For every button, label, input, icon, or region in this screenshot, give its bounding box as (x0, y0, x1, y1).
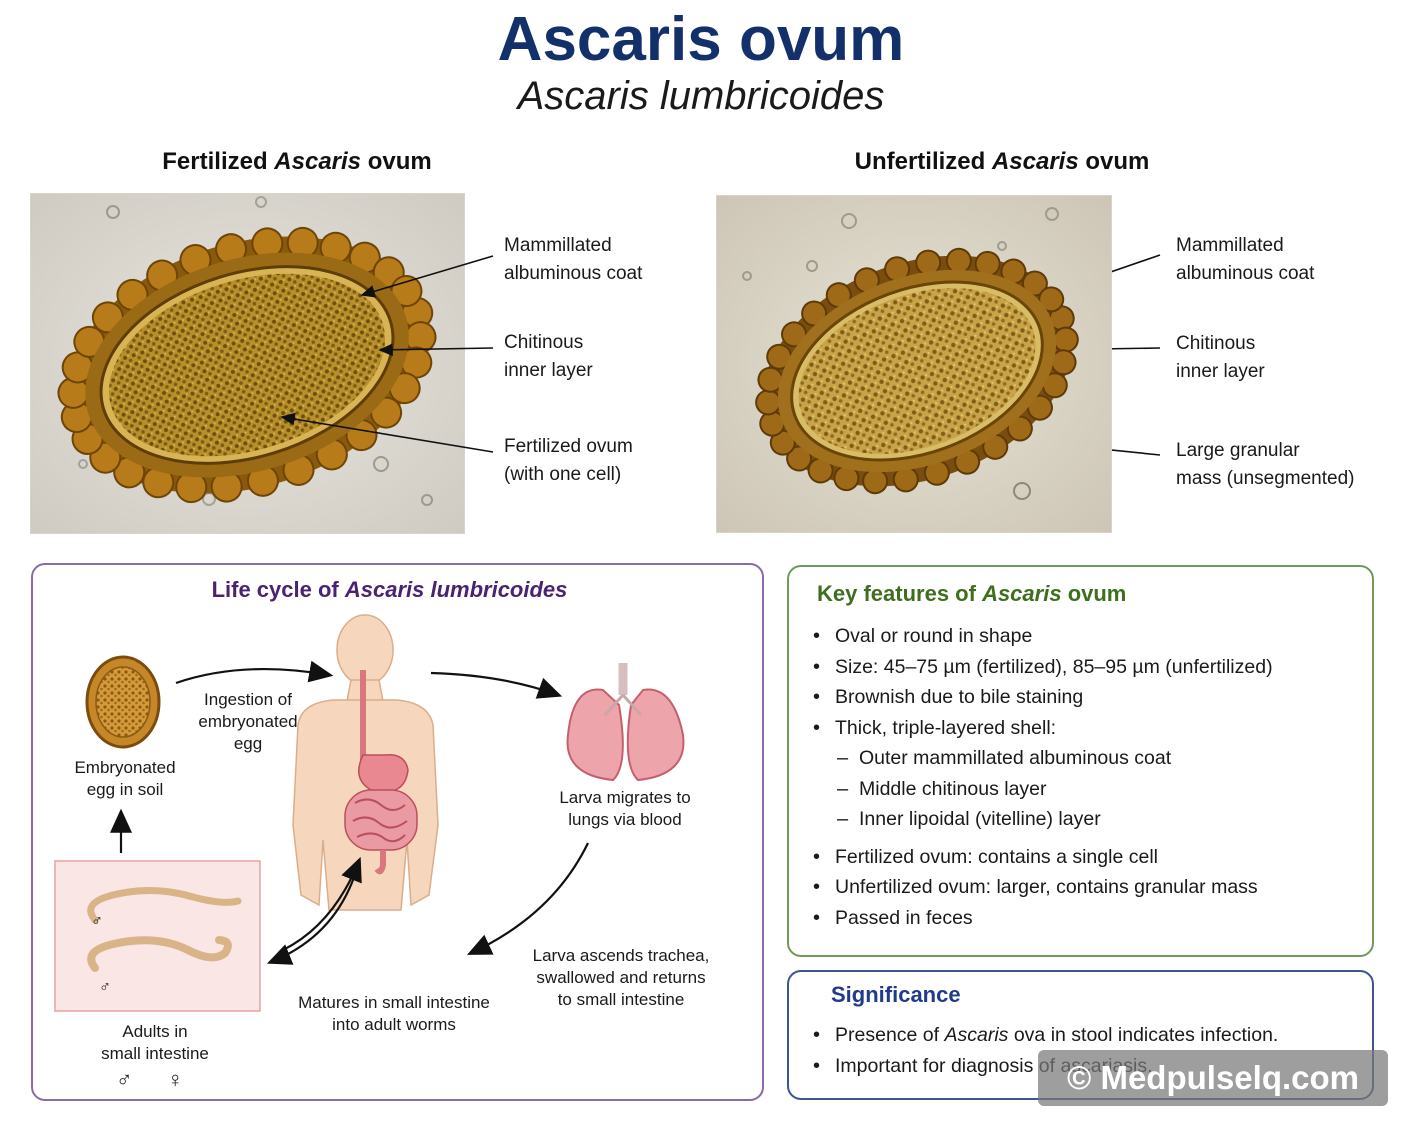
significance-item1-em: Ascaris (944, 1024, 1009, 1046)
label-fert-ovum-line1: Fertilized ovum (504, 436, 633, 457)
unfertilized-ovum-micrograph (716, 195, 1112, 533)
label-lungs-line1: Larva migrates to (559, 788, 691, 807)
significance-title: Significance (831, 982, 961, 1007)
label-egg-in-soil: Embryonated egg in soil (61, 757, 189, 801)
key-features-title-post: ovum (1061, 581, 1127, 606)
list-sub-item: Middle chitinous layer (813, 774, 1363, 805)
page-subtitle: Ascaris lumbricoides (517, 74, 885, 118)
list-item: Passed in feces (813, 903, 1363, 934)
fertilized-panel-title: Fertilized Ascaris ovum (30, 148, 564, 176)
fertilized-title-em: Ascaris (274, 148, 362, 175)
label-fert-ovum-line2: (with one cell) (504, 464, 622, 485)
label-fert-chitin: Chitinous inner layer (504, 329, 593, 385)
shell-bump (1000, 258, 1027, 285)
significance-item1-pre: Presence of (835, 1024, 945, 1046)
label-egg-line2: egg in soil (86, 780, 164, 799)
unfertilized-panel-title: Unfertilized Ascaris ovum (716, 148, 1288, 176)
label-unfert-mass-line1: Large granular (1176, 440, 1300, 461)
label-unfert-mass-line2: mass (unsegmented) (1176, 468, 1355, 489)
life-cycle-title: Life cycle of Ascaris lumbricoides (33, 577, 746, 603)
label-lungs-line2: lungs via blood (568, 810, 682, 829)
label-egg-line1: Embryonated (74, 758, 176, 777)
label-unfert-coat-line2: albuminous coat (1176, 263, 1315, 284)
unfertilized-title-pre: Unfertilized (854, 148, 992, 175)
female-symbol: ♀ (167, 1067, 184, 1092)
embryonated-egg-icon (85, 655, 161, 749)
label-fert-coat-line1: Mammillated (504, 235, 612, 256)
life-cycle-title-em: Ascaris lumbricoides (344, 577, 568, 602)
label-unfert-coat-line1: Mammillated (1176, 235, 1284, 256)
list-item: Size: 45–75 µm (fertilized), 85–95 µm (u… (813, 652, 1363, 683)
list-item: Fertilized ovum: contains a single cell (813, 842, 1363, 873)
lungs-icon (566, 663, 685, 782)
key-features-title-pre: Key features of (817, 581, 983, 606)
list-item: Unfertilized ovum: larger, contains gran… (813, 872, 1363, 903)
shell-bump (766, 343, 793, 370)
label-unfert-mass: Large granular mass (unsegmented) (1176, 437, 1354, 493)
label-ingest-line3: egg (233, 734, 263, 753)
list-item: Oval or round in shape (813, 621, 1363, 652)
list-sub-item: Outer mammillated albuminous coat (813, 743, 1363, 774)
adult-worms-icon (87, 887, 242, 972)
label-fert-chitin-line1: Chitinous (504, 332, 584, 353)
shell-bump (1041, 372, 1068, 399)
fertilized-ovum-micrograph (30, 193, 465, 534)
life-cycle-diagram (54, 614, 685, 1012)
label-trachea-line2: swallowed and returns (536, 968, 706, 987)
label-ingestion: Ingestion of embryonated egg (181, 689, 315, 755)
label-fert-coat: Mammillated albuminous coat (504, 232, 642, 288)
human-body-icon (292, 614, 439, 911)
label-unfert-chitin: Chitinous inner layer (1176, 330, 1265, 386)
shell-bump (113, 456, 146, 489)
fertilized-title-pre: Fertilized (162, 148, 275, 175)
life-cycle-title-pre: Life cycle of (211, 577, 345, 602)
watermark: © Medpulselq.com (1038, 1050, 1388, 1106)
key-features-box: Key features of Ascaris ovum Oval or rou… (787, 565, 1374, 957)
label-fert-ovum: Fertilized ovum (with one cell) (504, 433, 633, 489)
label-lungs: Larva migrates to lungs via blood (541, 787, 709, 831)
label-unfert-coat: Mammillated albuminous coat (1176, 232, 1314, 288)
label-unfert-chitin-line2: inner layer (1176, 361, 1265, 382)
label-fert-chitin-line2: inner layer (504, 360, 593, 381)
key-features-list: Oval or round in shape Size: 45–75 µm (f… (813, 621, 1363, 933)
label-trachea-line3: to small intestine (557, 990, 685, 1009)
page-title: Ascaris ovum (497, 5, 905, 74)
shell-bump (73, 325, 106, 358)
label-mature-line1: Matures in small intestine (298, 993, 490, 1012)
shell-bump (348, 241, 381, 274)
label-trachea: Larva ascends trachea, swallowed and ret… (521, 945, 721, 1011)
life-cycle-box: Life cycle of Ascaris lumbricoides (31, 563, 764, 1101)
male-symbol-worm1: ♂ (91, 913, 103, 930)
shell-bump (807, 457, 834, 484)
list-sub-item: Inner lipoidal (vitelline) layer (813, 804, 1363, 835)
list-item: Presence of Ascaris ova in stool indicat… (813, 1020, 1363, 1051)
male-symbol: ♂ (116, 1067, 133, 1092)
adult-worms-box (54, 860, 261, 1012)
male-symbol-worm2: ♂ (99, 979, 111, 996)
fertilized-title-post: ovum (361, 148, 432, 175)
label-adults-line1: Adults in (122, 1022, 188, 1041)
key-features-title-em: Ascaris (982, 581, 1062, 606)
shell-bump (388, 372, 421, 405)
label-trachea-line1: Larva ascends trachea, (532, 946, 710, 965)
label-adults-line2: small intestine (101, 1044, 209, 1063)
label-fert-coat-line2: albuminous coat (504, 263, 643, 284)
unfertilized-title-em: Ascaris (991, 148, 1079, 175)
list-item: Thick, triple-layered shell: (813, 713, 1363, 744)
label-mature-line2: into adult worms (332, 1015, 456, 1034)
label-unfert-chitin-line1: Chitinous (1176, 333, 1256, 354)
unfertilized-title-post: ovum (1078, 148, 1150, 175)
label-adults: Adults in small intestine (81, 1021, 229, 1065)
label-matures: Matures in small intestine into adult wo… (285, 992, 503, 1036)
label-ingest-line1: Ingestion of (204, 690, 292, 709)
list-item: Brownish due to bile staining (813, 682, 1363, 713)
label-ingest-line2: embryonated (198, 712, 298, 731)
key-features-title: Key features of Ascaris ovum (817, 581, 1126, 607)
significance-item1-post: ova in stool indicates infection. (1008, 1024, 1279, 1046)
